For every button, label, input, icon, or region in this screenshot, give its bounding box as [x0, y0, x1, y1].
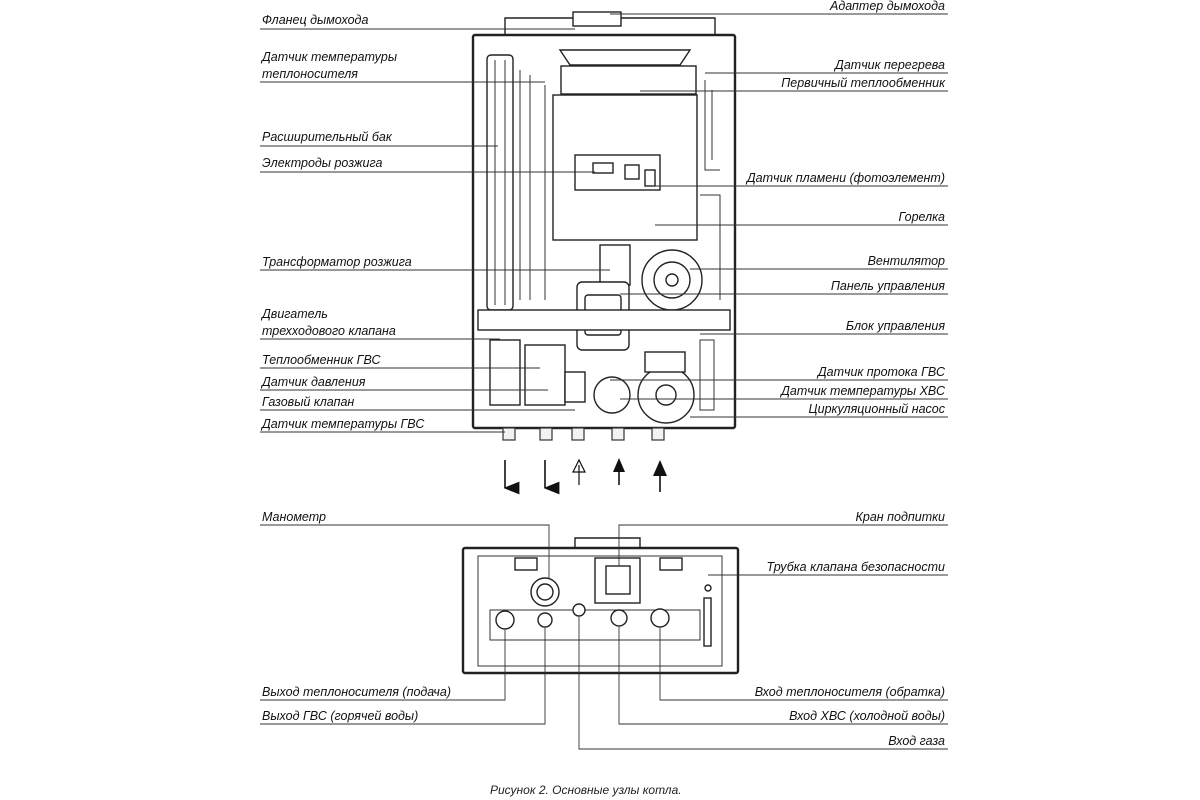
- label-fan: Вентилятор: [868, 254, 945, 268]
- label-control-panel: Панель управления: [831, 279, 945, 293]
- label-flame-sensor: Датчик пламени (фотоэлемент): [745, 171, 945, 185]
- label-primary-exchanger: Первичный теплообменник: [781, 76, 946, 90]
- label-ignition-electrodes: Электроды розжига: [262, 156, 382, 170]
- label-three-way-motor-2: трехходового клапана: [262, 324, 396, 338]
- boiler-front-view: [471, 11, 737, 441]
- label-control-unit: Блок управления: [846, 319, 945, 333]
- label-cold-in: Вход ХВС (холодной воды): [789, 709, 945, 723]
- label-burner: Горелка: [899, 210, 945, 224]
- label-flue-flange: Фланец дымохода: [262, 13, 368, 27]
- label-gas-valve: Газовый клапан: [262, 395, 354, 409]
- boiler-bottom-view: [461, 537, 740, 675]
- label-dhw-flow-sensor: Датчик протока ГВС: [816, 365, 946, 379]
- labels-left-top: Фланец дымохода Датчик температуры тепло…: [260, 13, 610, 433]
- label-heating-in: Вход теплоносителя (обратка): [755, 685, 945, 699]
- figure-caption: Рисунок 2. Основные узлы котла.: [490, 783, 682, 797]
- label-coolant-temp-sensor-2: теплоносителя: [262, 67, 358, 81]
- label-dhw-out: Выход ГВС (горячей воды): [262, 709, 418, 723]
- label-cold-water-temp-sensor: Датчик температуры ХВС: [779, 384, 946, 398]
- label-pressure-sensor: Датчик давления: [260, 375, 366, 389]
- labels-right-top: Адаптер дымохода Датчик перегрева Первич…: [610, 0, 948, 418]
- label-coolant-temp-sensor-1: Датчик температуры: [260, 50, 397, 64]
- label-circulation-pump: Циркуляционный насос: [809, 402, 946, 416]
- label-flue-adapter: Адаптер дымохода: [829, 0, 945, 13]
- label-expansion-tank: Расширительный бак: [262, 130, 393, 144]
- label-gas-in: Вход газа: [888, 734, 945, 748]
- label-three-way-motor-1: Двигатель: [260, 307, 328, 321]
- label-manometer: Манометр: [262, 510, 326, 524]
- flow-arrows: [503, 458, 667, 495]
- label-dhw-exchanger: Теплообменник ГВС: [262, 353, 382, 367]
- label-fill-valve: Кран подпитки: [856, 510, 946, 524]
- label-dhw-temp-sensor: Датчик температуры ГВС: [260, 417, 425, 431]
- label-heating-out: Выход теплоносителя (подача): [262, 685, 451, 699]
- labels-bottom: Манометр Кран подпитки Трубка клапана бе…: [260, 510, 948, 750]
- label-ignition-transformer: Трансформатор розжига: [262, 255, 412, 269]
- label-safety-valve-tube: Трубка клапана безопасности: [766, 560, 945, 574]
- label-overheat-sensor: Датчик перегрева: [833, 58, 945, 72]
